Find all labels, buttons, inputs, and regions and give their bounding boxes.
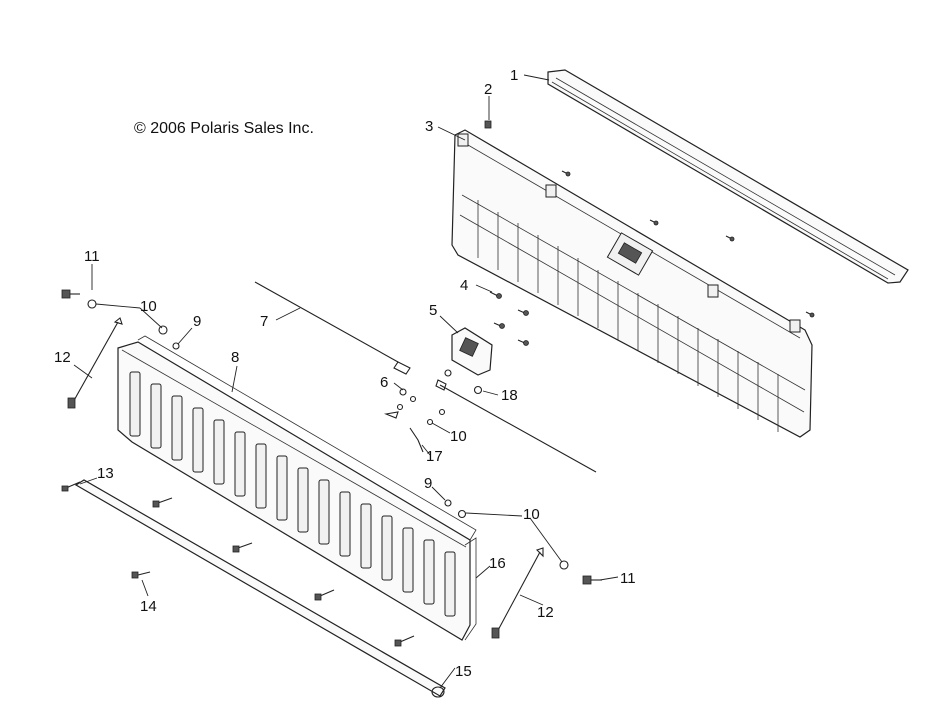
part-15-hinge-rod — [74, 479, 446, 698]
callout-10c: 10 — [523, 506, 540, 523]
callout-9b: 9 — [424, 475, 432, 492]
callout-10a: 10 — [140, 298, 157, 315]
callout-11a: 11 — [84, 248, 100, 265]
callout-4: 4 — [460, 277, 468, 294]
callout-18: 18 — [501, 387, 518, 404]
copyright-notice: © 2006 Polaris Sales Inc. — [134, 120, 314, 137]
part-1-top-cap-rail — [547, 69, 909, 284]
part-7-latch-rod — [254, 281, 411, 375]
callout-16: 16 — [489, 555, 506, 572]
part-7b-latch-rod — [435, 379, 597, 473]
callout-8: 8 — [231, 349, 239, 366]
leader-lines — [73, 74, 619, 689]
callout-12a: 12 — [54, 349, 71, 366]
part-14-bolts — [131, 497, 415, 647]
part-5-latch-handle — [451, 327, 493, 376]
callout-17: 17 — [426, 448, 443, 465]
part-12-support-cables — [67, 317, 544, 639]
small-hardware — [87, 299, 569, 570]
callout-13: 13 — [97, 465, 114, 482]
part-8-outer-tailgate-panel — [117, 335, 477, 641]
callout-5: 5 — [429, 302, 437, 319]
callout-12b: 12 — [537, 604, 554, 621]
callout-3: 3 — [425, 118, 433, 135]
callout-1: 1 — [510, 67, 518, 84]
callout-14: 14 — [140, 598, 157, 615]
part-13-pin — [61, 481, 81, 492]
part-3-inner-tailgate-panel — [451, 129, 813, 438]
part-4-bolts — [489, 291, 529, 346]
part-2-screws — [484, 120, 815, 318]
callout-11b: 11 — [620, 570, 636, 587]
callout-6: 6 — [380, 374, 388, 391]
callout-2: 2 — [484, 81, 492, 98]
callout-15: 15 — [455, 663, 472, 680]
callout-10b: 10 — [450, 428, 467, 445]
callout-7: 7 — [260, 313, 268, 330]
callout-labels: 1 2 3 4 5 6 7 8 9 9 10 10 10 11 11 12 12… — [54, 67, 636, 680]
callout-9a: 9 — [193, 313, 201, 330]
outer-panel-slots — [129, 371, 456, 617]
